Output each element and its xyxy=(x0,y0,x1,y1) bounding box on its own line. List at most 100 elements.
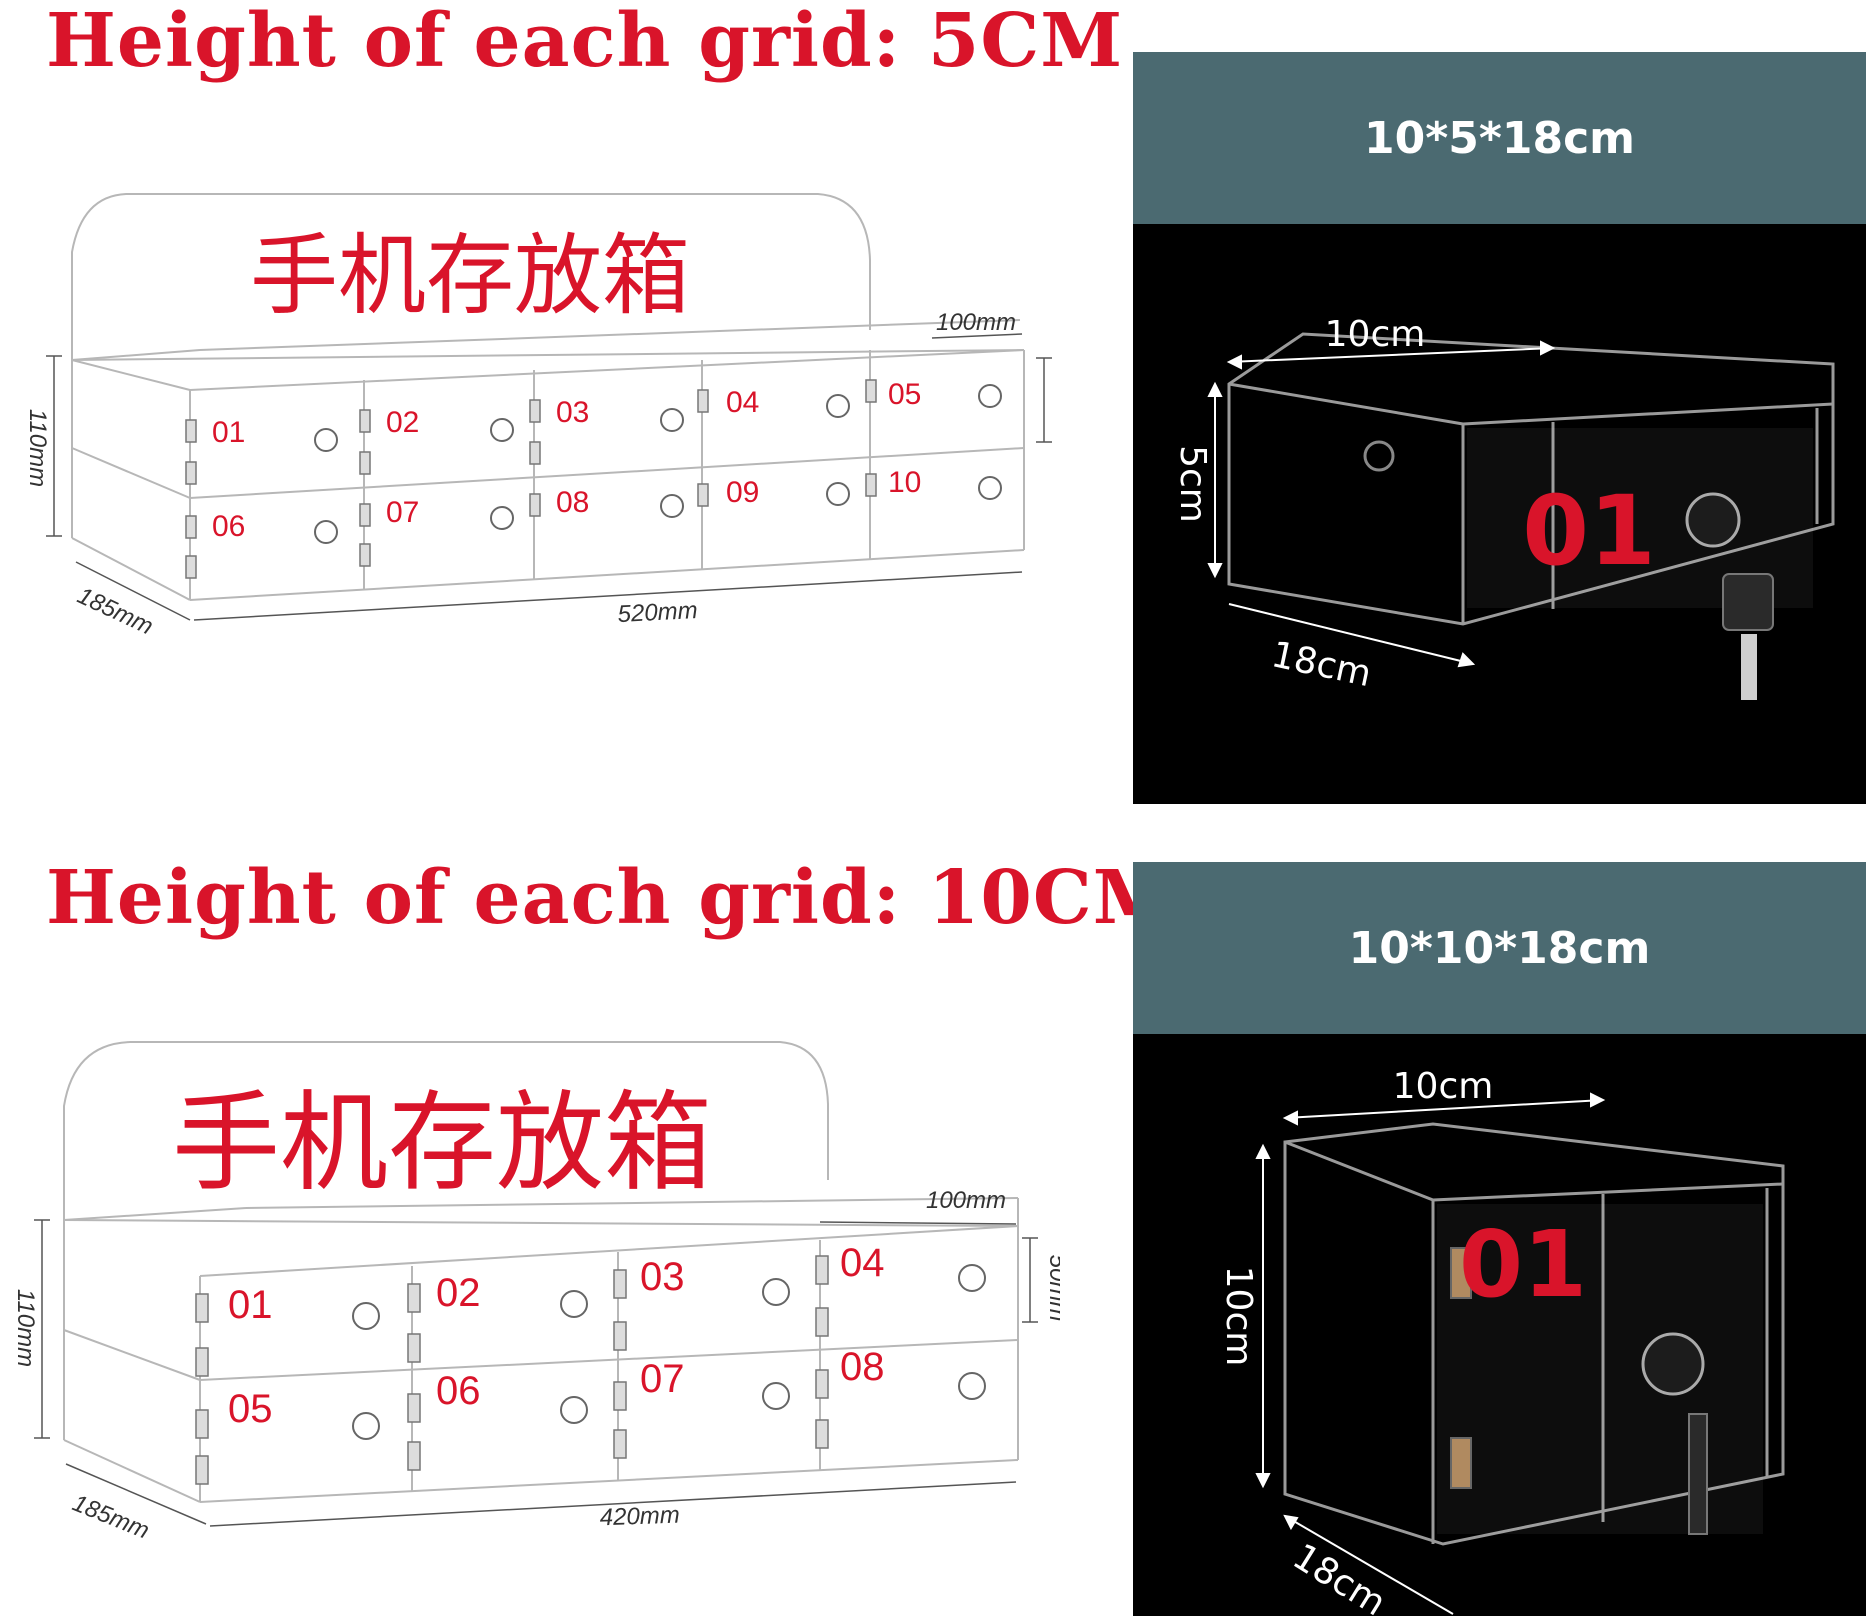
hinge-icon xyxy=(613,1321,627,1351)
hinge-icon xyxy=(407,1441,421,1471)
hinge-icon xyxy=(195,1409,209,1439)
dim-width-label: 10cm xyxy=(1393,1066,1494,1107)
compartment-label: 10 xyxy=(888,466,921,499)
hinge-icon xyxy=(359,451,371,475)
dim-height-label: 10cm xyxy=(1218,1266,1259,1367)
lock-icon xyxy=(1641,1332,1705,1396)
lock-icon xyxy=(490,418,514,442)
lock-icon xyxy=(314,520,338,544)
lock-icon xyxy=(978,476,1002,500)
dim-depth-5cm: 185mm xyxy=(73,582,157,640)
hinge-icon xyxy=(407,1393,421,1423)
product-photo-5cm: 10*5*18cm 01 10cm xyxy=(1133,52,1866,804)
dim-height-10cm: 110mm xyxy=(12,1289,39,1367)
compartment-label: 01 xyxy=(228,1283,273,1327)
hinge-icon xyxy=(865,379,877,403)
hinge-icon xyxy=(407,1283,421,1313)
dim-depth-label: 18cm xyxy=(1268,634,1375,695)
padlock-icon xyxy=(1722,573,1774,631)
lock-icon xyxy=(958,1372,986,1400)
lock-icon xyxy=(660,408,684,432)
hinge-icon xyxy=(529,441,541,465)
lock-icon xyxy=(826,394,850,418)
hinge-icon xyxy=(359,543,371,567)
compartment-label: 07 xyxy=(640,1357,685,1401)
door-number-10cm: 01 xyxy=(1459,1211,1587,1318)
hinge-icon xyxy=(815,1255,829,1285)
lock-icon xyxy=(490,506,514,530)
organizer-5cm-diagram: 手机存放箱 110mm 185mm 520mm 100mm 50mm 01 02… xyxy=(0,180,1083,665)
dim-width-5cm: 520mm xyxy=(617,597,698,628)
hinge-icon xyxy=(815,1369,829,1399)
dim-width-label: 10cm xyxy=(1325,314,1426,355)
hinge-icon xyxy=(195,1293,209,1323)
sign-text-5cm: 手机存放箱 xyxy=(250,226,690,325)
size-label-5cm: 10*5*18cm xyxy=(1133,52,1866,224)
compartment-label: 01 xyxy=(212,416,245,449)
hinge-icon xyxy=(185,419,197,443)
hinge-icon xyxy=(697,483,709,507)
hinge-icon xyxy=(815,1307,829,1337)
dim-cell-height-10cm: 50mm xyxy=(1044,1255,1060,1322)
compartment-label: 02 xyxy=(436,1271,481,1315)
lock-icon xyxy=(560,1396,588,1424)
lock-icon xyxy=(958,1264,986,1292)
key-icon xyxy=(1688,1413,1708,1535)
hinge-icon xyxy=(697,389,709,413)
hinge-icon xyxy=(613,1269,627,1299)
hinge-icon xyxy=(529,399,541,423)
hinge-icon xyxy=(185,515,197,539)
compartment-label: 03 xyxy=(640,1255,685,1299)
hinge-icon xyxy=(613,1429,627,1459)
compartment-label: 03 xyxy=(556,396,589,429)
compartment-label: 08 xyxy=(556,486,589,519)
hanging-hole-icon xyxy=(1363,440,1395,472)
hinge-icon xyxy=(1450,1437,1472,1489)
dim-cell-height-5cm: 50mm xyxy=(1056,373,1060,440)
lock-icon xyxy=(660,494,684,518)
dim-cell-width-5cm: 100mm xyxy=(936,309,1016,336)
lock-icon xyxy=(560,1290,588,1318)
size-label-10cm: 10*10*18cm xyxy=(1133,862,1866,1034)
dim-width-10cm: 420mm xyxy=(599,1502,680,1532)
hinge-icon xyxy=(185,555,197,579)
compartment-label: 06 xyxy=(212,510,245,543)
compartment-label: 05 xyxy=(888,378,921,411)
hinge-icon xyxy=(865,473,877,497)
hinge-icon xyxy=(1450,1247,1472,1299)
hinge-icon xyxy=(359,503,371,527)
dim-height-5cm: 110mm xyxy=(24,409,51,487)
lock-icon xyxy=(826,482,850,506)
dim-cell-width-10cm: 100mm xyxy=(926,1187,1006,1214)
hinge-icon xyxy=(407,1333,421,1363)
key-icon xyxy=(1741,634,1757,700)
compartment-label: 06 xyxy=(436,1369,481,1413)
hinge-icon xyxy=(359,409,371,433)
hinge-icon xyxy=(613,1381,627,1411)
compartment-label: 08 xyxy=(840,1345,885,1389)
compartment-label: 07 xyxy=(386,496,419,529)
product-photo-10cm: 10*10*18cm 01 10cm 10cm xyxy=(1133,862,1866,1616)
dim-height-label: 5cm xyxy=(1172,445,1213,523)
lock-icon xyxy=(762,1382,790,1410)
hinge-icon xyxy=(195,1455,209,1485)
compartment-label: 04 xyxy=(840,1241,885,1285)
door-number-5cm: 01 xyxy=(1522,475,1656,587)
hinge-icon xyxy=(815,1419,829,1449)
compartment-label: 02 xyxy=(386,406,419,439)
lock-icon xyxy=(314,428,338,452)
compartment-label: 05 xyxy=(228,1387,273,1431)
lock-icon xyxy=(352,1412,380,1440)
organizer-10cm-diagram: 手机存放箱 110mm 185mm 420mm 100mm 50mm 01 02… xyxy=(0,1030,1071,1555)
lock-icon xyxy=(978,384,1002,408)
hinge-icon xyxy=(195,1347,209,1377)
lock-icon xyxy=(1685,492,1741,548)
lock-icon xyxy=(352,1302,380,1330)
sign-text-10cm: 手机存放箱 xyxy=(172,1082,712,1203)
heading-5cm: Height of each grid: 5CM xyxy=(46,0,1124,84)
hinge-icon xyxy=(185,461,197,485)
lock-icon xyxy=(762,1278,790,1306)
compartment-label: 04 xyxy=(726,386,759,419)
compartment-label: 09 xyxy=(726,476,759,509)
heading-10cm: Height of each grid: 10CM xyxy=(46,855,1176,941)
